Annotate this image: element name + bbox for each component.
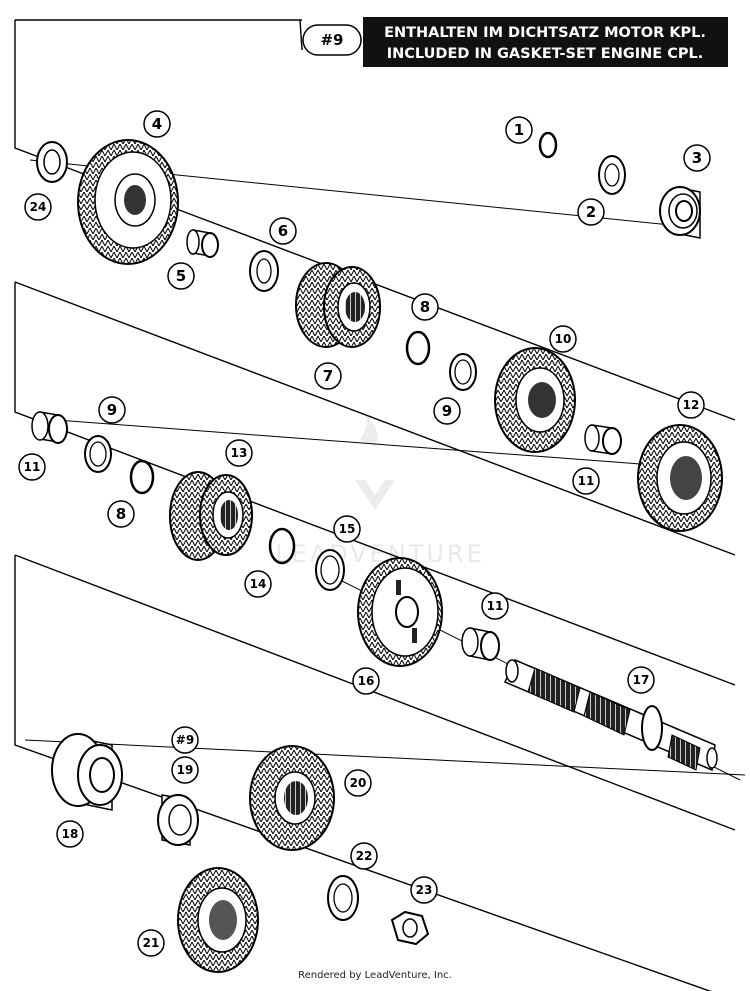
callout-20[interactable]: 20 bbox=[344, 769, 372, 797]
callout-11-row3[interactable]: 11 bbox=[481, 592, 509, 620]
part-2-washer bbox=[598, 155, 626, 195]
part-23-nut bbox=[390, 910, 430, 946]
svg-text:6: 6 bbox=[278, 222, 288, 240]
part-8-circlip-upper bbox=[405, 330, 431, 366]
part-21-sprocket bbox=[177, 867, 259, 973]
svg-text:19: 19 bbox=[177, 763, 194, 777]
svg-text:24: 24 bbox=[30, 200, 47, 214]
callout-2[interactable]: 2 bbox=[577, 198, 605, 226]
part-17-shaft bbox=[503, 659, 718, 772]
gasket-note-banner: #9 ENTHALTEN IM DICHTSATZ MOTOR KPL. INC… bbox=[302, 17, 728, 67]
part-4-gear bbox=[77, 139, 179, 265]
svg-text:11: 11 bbox=[24, 460, 41, 474]
part-9-washer-lower bbox=[84, 435, 112, 473]
banner-ref-text: #9 bbox=[320, 31, 343, 49]
part-22-washer bbox=[327, 875, 359, 921]
part-19-seal bbox=[157, 794, 199, 846]
part-10-gear bbox=[494, 347, 576, 453]
callout-9-upper[interactable]: 9 bbox=[433, 397, 461, 425]
callout-15[interactable]: 15 bbox=[333, 515, 361, 543]
part-14-circlip bbox=[268, 527, 296, 565]
banner-ref-badge bbox=[302, 24, 362, 56]
svg-text:8: 8 bbox=[420, 298, 430, 316]
watermark-text: LEADVENTURE bbox=[275, 540, 485, 568]
svg-text:17: 17 bbox=[633, 673, 650, 687]
footer-credit: Rendered by LeadVenture, Inc. bbox=[298, 970, 452, 981]
part-18-bearing bbox=[51, 733, 123, 811]
callout-17[interactable]: 17 bbox=[627, 666, 655, 694]
svg-text:7: 7 bbox=[323, 367, 333, 385]
callout-12[interactable]: 12 bbox=[677, 391, 705, 419]
watermark: LEADVENTURE bbox=[275, 415, 485, 568]
callout-7[interactable]: 7 bbox=[314, 362, 342, 390]
callout-13[interactable]: 13 bbox=[225, 439, 253, 467]
callout-19[interactable]: 19 bbox=[171, 756, 199, 784]
callout-24[interactable]: 24 bbox=[24, 193, 52, 221]
svg-text:1: 1 bbox=[514, 121, 524, 139]
svg-text:11: 11 bbox=[487, 599, 504, 613]
svg-text:18: 18 bbox=[62, 827, 79, 841]
svg-text:14: 14 bbox=[250, 577, 267, 591]
callout-16[interactable]: 16 bbox=[352, 667, 380, 695]
banner-box bbox=[363, 17, 728, 67]
callout-21[interactable]: 21 bbox=[137, 929, 165, 957]
part-24-washer bbox=[36, 141, 68, 183]
svg-text:9: 9 bbox=[107, 401, 117, 419]
banner-line-1: ENTHALTEN IM DICHTSATZ MOTOR KPL. bbox=[384, 25, 706, 41]
part-12-gear bbox=[637, 424, 723, 532]
svg-text:20: 20 bbox=[350, 776, 367, 790]
callout-3[interactable]: 3 bbox=[683, 144, 711, 172]
part-11-bushing-row3 bbox=[461, 627, 500, 661]
shaft-group-outlines bbox=[14, 19, 736, 991]
svg-text:2: 2 bbox=[586, 203, 596, 221]
svg-text:4: 4 bbox=[152, 115, 162, 133]
part-15-washer bbox=[315, 549, 345, 591]
part-20-sprocket bbox=[249, 745, 335, 851]
part-16-gear bbox=[357, 557, 443, 667]
callout-10[interactable]: 10 bbox=[549, 325, 577, 353]
part-11-bushing-row2 bbox=[584, 424, 622, 455]
callout-8-lower[interactable]: 8 bbox=[107, 500, 135, 528]
svg-text:16: 16 bbox=[358, 674, 375, 688]
svg-text:#9: #9 bbox=[176, 733, 194, 747]
svg-text:21: 21 bbox=[143, 936, 160, 950]
callout-6[interactable]: 6 bbox=[269, 217, 297, 245]
part-11-bushing-left bbox=[31, 411, 68, 444]
callout-23[interactable]: 23 bbox=[410, 876, 438, 904]
svg-text:15: 15 bbox=[339, 522, 356, 536]
callout-19-ref[interactable]: #9 bbox=[171, 726, 199, 754]
part-9-washer-upper bbox=[449, 353, 477, 391]
callout-8-upper[interactable]: 8 bbox=[411, 293, 439, 321]
part-1-circlip bbox=[538, 131, 558, 159]
part-13-gear bbox=[169, 471, 253, 561]
svg-text:10: 10 bbox=[555, 332, 572, 346]
callout-9-lower[interactable]: 9 bbox=[98, 396, 126, 424]
part-8-circlip-lower bbox=[129, 459, 155, 495]
part-7-gear bbox=[295, 262, 381, 348]
callout-11-left[interactable]: 11 bbox=[18, 453, 46, 481]
callout-18[interactable]: 18 bbox=[56, 820, 84, 848]
callout-4[interactable]: 4 bbox=[143, 110, 171, 138]
svg-text:12: 12 bbox=[683, 398, 700, 412]
svg-text:9: 9 bbox=[442, 402, 452, 420]
svg-text:8: 8 bbox=[116, 505, 126, 523]
callouts: 1 2 3 4 5 6 7 8 9 10 11 12 11 9 8 13 14 … bbox=[18, 110, 711, 957]
callout-1[interactable]: 1 bbox=[505, 116, 533, 144]
part-3-bearing bbox=[659, 186, 701, 239]
svg-text:3: 3 bbox=[692, 149, 702, 167]
callout-11-row2[interactable]: 11 bbox=[572, 467, 600, 495]
banner-line-2: INCLUDED IN GASKET-SET ENGINE CPL. bbox=[387, 46, 704, 62]
svg-text:5: 5 bbox=[176, 267, 186, 285]
callout-22[interactable]: 22 bbox=[350, 842, 378, 870]
callout-5[interactable]: 5 bbox=[167, 262, 195, 290]
svg-text:11: 11 bbox=[578, 474, 595, 488]
svg-text:23: 23 bbox=[416, 883, 433, 897]
part-6-washer bbox=[249, 250, 279, 292]
svg-text:22: 22 bbox=[356, 849, 373, 863]
svg-text:13: 13 bbox=[231, 446, 248, 460]
part-5-bushing bbox=[186, 229, 219, 258]
callout-14[interactable]: 14 bbox=[244, 570, 272, 598]
